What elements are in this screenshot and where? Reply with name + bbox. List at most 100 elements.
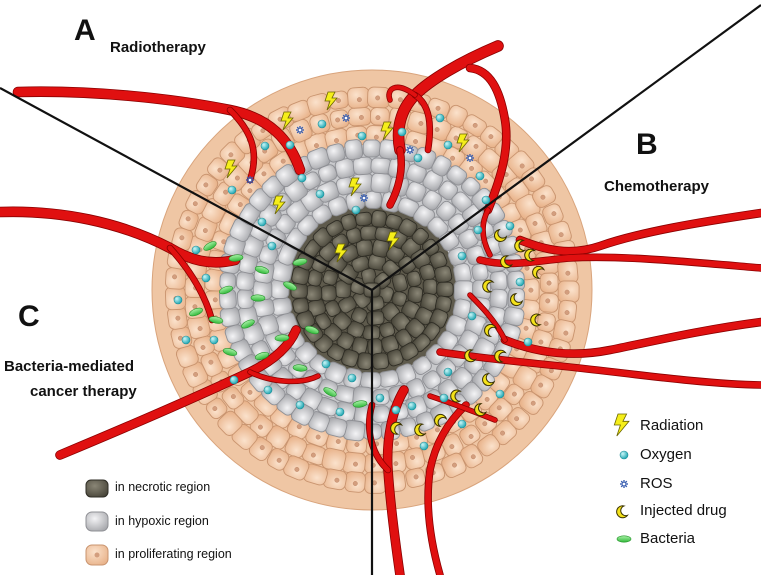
- blood-vessel: [227, 107, 257, 183]
- oxygen-particle: [505, 221, 515, 231]
- particles: [173, 91, 546, 451]
- bacterium: [203, 241, 217, 251]
- blood-vessel: [425, 402, 469, 578]
- proliferating-cell: [217, 410, 243, 436]
- hypoxic-cell: [436, 200, 457, 222]
- cell-nucleus: [202, 228, 208, 233]
- blood-vessel: [501, 318, 761, 358]
- cell-nucleus: [488, 134, 494, 140]
- drug-particle: [484, 323, 498, 337]
- bacterium: [254, 352, 270, 360]
- oxygen-particle: [407, 401, 417, 411]
- cell-nucleus: [548, 368, 554, 374]
- ros-particle: [342, 114, 350, 122]
- hypoxic-cell: [364, 190, 382, 209]
- necrotic-cell: [371, 352, 390, 370]
- ros-particle: [296, 126, 304, 134]
- panel-a-letter: A: [74, 14, 96, 47]
- oxygen-particle: [475, 171, 485, 181]
- bacterium: [292, 258, 308, 266]
- cell-nucleus: [546, 280, 552, 286]
- cell-nucleus: [228, 152, 234, 158]
- cell-nucleus: [212, 297, 218, 303]
- bacterium: [241, 319, 255, 329]
- necrotic-cell: [406, 270, 422, 288]
- cell-nucleus: [563, 330, 569, 336]
- hypoxic-cell: [431, 155, 452, 177]
- cell-nucleus: [468, 434, 474, 439]
- bacterium: [250, 294, 266, 302]
- cell-nucleus: [375, 115, 381, 121]
- drug-particle: [532, 265, 546, 279]
- cell-nucleus: [500, 430, 506, 436]
- cell-nucleus: [200, 345, 206, 350]
- necrotic-cell: [391, 273, 408, 293]
- legend-label-radiation: Radiation: [640, 417, 704, 434]
- cell-nucleus: [203, 182, 209, 188]
- cell-nucleus: [558, 232, 564, 238]
- cell-nucleus: [260, 128, 266, 134]
- necrotic-cell: [341, 348, 360, 368]
- oxygen-particle: [457, 251, 467, 261]
- legend-label-hypoxic: in hypoxic region: [115, 514, 209, 528]
- oxygen-particle: [257, 217, 267, 227]
- radiation-bolt: [456, 133, 470, 153]
- proliferating-cell: [477, 434, 501, 457]
- drug-particle: [474, 403, 488, 417]
- drug-particle: [494, 349, 507, 363]
- oxygen-particle: [357, 131, 367, 141]
- hypoxic-cell: [370, 172, 392, 194]
- oxygen-particle: [173, 295, 183, 305]
- cell-nucleus: [373, 134, 379, 140]
- hypoxic-cell: [412, 356, 432, 375]
- blood-vessel: [56, 326, 300, 459]
- panel-c-title-line2: cancer therapy: [30, 383, 137, 400]
- necrotic-cell: [422, 278, 438, 296]
- oxygen-particle: [443, 367, 453, 377]
- bacterium: [323, 387, 337, 397]
- oxygen-particle: [267, 241, 277, 251]
- hypoxic-cell: [301, 171, 321, 191]
- cell-nucleus: [472, 122, 478, 128]
- hypoxic-cell: [359, 371, 382, 389]
- radiation-bolt: [224, 159, 238, 179]
- panel-a-title: Radiotherapy: [110, 39, 206, 56]
- ros-particle: [406, 146, 414, 154]
- cell-nucleus: [524, 265, 530, 271]
- cell-nucleus: [230, 394, 236, 399]
- hypoxic-cell: [446, 165, 468, 186]
- cell-nucleus: [565, 270, 571, 276]
- cell-nucleus: [257, 424, 263, 430]
- drug-particle: [500, 255, 514, 269]
- cell-nucleus: [545, 298, 551, 304]
- cell-nucleus: [551, 211, 557, 217]
- legend-label-necrotic: in necrotic region: [115, 480, 211, 494]
- cell-nucleus: [434, 127, 440, 132]
- cell-nucleus: [280, 158, 286, 164]
- cell-nucleus: [450, 155, 456, 161]
- cell-nucleus: [276, 457, 282, 463]
- oxygen-particle: [181, 335, 191, 345]
- drug-particle: [493, 228, 508, 243]
- panel-c-title-line1: Bacteria-mediated: [4, 358, 135, 375]
- cell-nucleus: [393, 461, 399, 467]
- cell-nucleus: [356, 97, 362, 103]
- cell-nucleus: [413, 139, 418, 145]
- drug-particle: [530, 313, 542, 327]
- cell-nucleus: [453, 135, 459, 141]
- cell-nucleus: [496, 405, 502, 411]
- blood-vessel: [468, 293, 507, 342]
- necrotic-cell: [371, 210, 387, 228]
- radiation-bolt: [324, 91, 338, 111]
- oxygen-particle: [227, 185, 237, 195]
- cell-nucleus: [335, 439, 341, 444]
- cell-nucleus: [197, 326, 203, 331]
- legend-label-proliferating: in proliferating region: [115, 547, 232, 561]
- drug-particle: [390, 421, 403, 435]
- necrotic-cell: [292, 297, 310, 314]
- legend-label-bacteria: Bacteria: [640, 530, 696, 547]
- cell-nucleus: [314, 143, 319, 149]
- cell-nucleus: [543, 321, 549, 327]
- oxygen-icon: [619, 450, 629, 460]
- bacterium: [228, 254, 244, 262]
